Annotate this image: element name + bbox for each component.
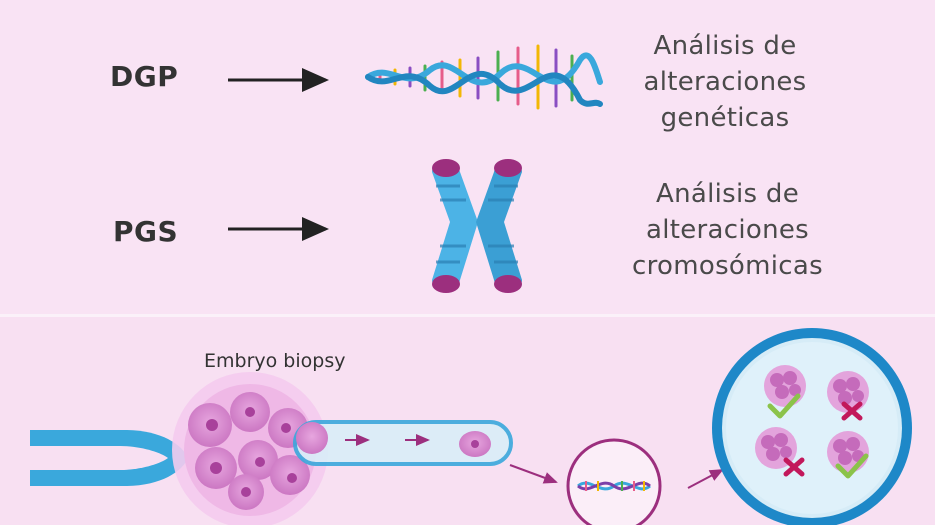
- pgs-description: Análisis de alteraciones cromosómicas: [610, 176, 845, 284]
- pgs-label: PGS: [113, 215, 179, 248]
- dish-embryo-1: [764, 365, 806, 407]
- pgs-description-line-3: cromosómicas: [632, 251, 823, 281]
- dgp-description-line-3: genéticas: [660, 103, 790, 133]
- arrow-to-analysis: [509, 464, 558, 484]
- arrow-to-dish: [687, 469, 724, 489]
- top-panel: [0, 0, 935, 314]
- pgs-description-line-1: Análisis de: [655, 179, 800, 209]
- check-icon: [767, 393, 801, 419]
- embryo-biopsy-label: Embryo biopsy: [204, 350, 346, 372]
- micropipette-icon: [293, 420, 513, 466]
- holding-pipette-icon: [30, 430, 188, 486]
- cross-icon: [841, 401, 863, 421]
- dgp-description-line-2: alteraciones: [643, 67, 807, 97]
- pgs-description-line-2: alteraciones: [645, 215, 809, 245]
- dgp-description-line-1: Análisis de: [653, 31, 797, 61]
- petri-dish-icon: [712, 328, 912, 525]
- embryo-icon: [172, 372, 328, 525]
- dish-embryo-4: [827, 431, 869, 473]
- chromosome-icon: [432, 159, 522, 293]
- dgp-description: Análisis de alteraciones genéticas: [615, 28, 835, 136]
- dgp-label: DGP: [110, 60, 179, 93]
- panel-divider: [0, 314, 935, 317]
- cross-icon: [783, 457, 805, 477]
- dna-circle-icon: [566, 438, 662, 525]
- dna-helix-icon: [365, 44, 603, 110]
- check-icon: [835, 453, 869, 479]
